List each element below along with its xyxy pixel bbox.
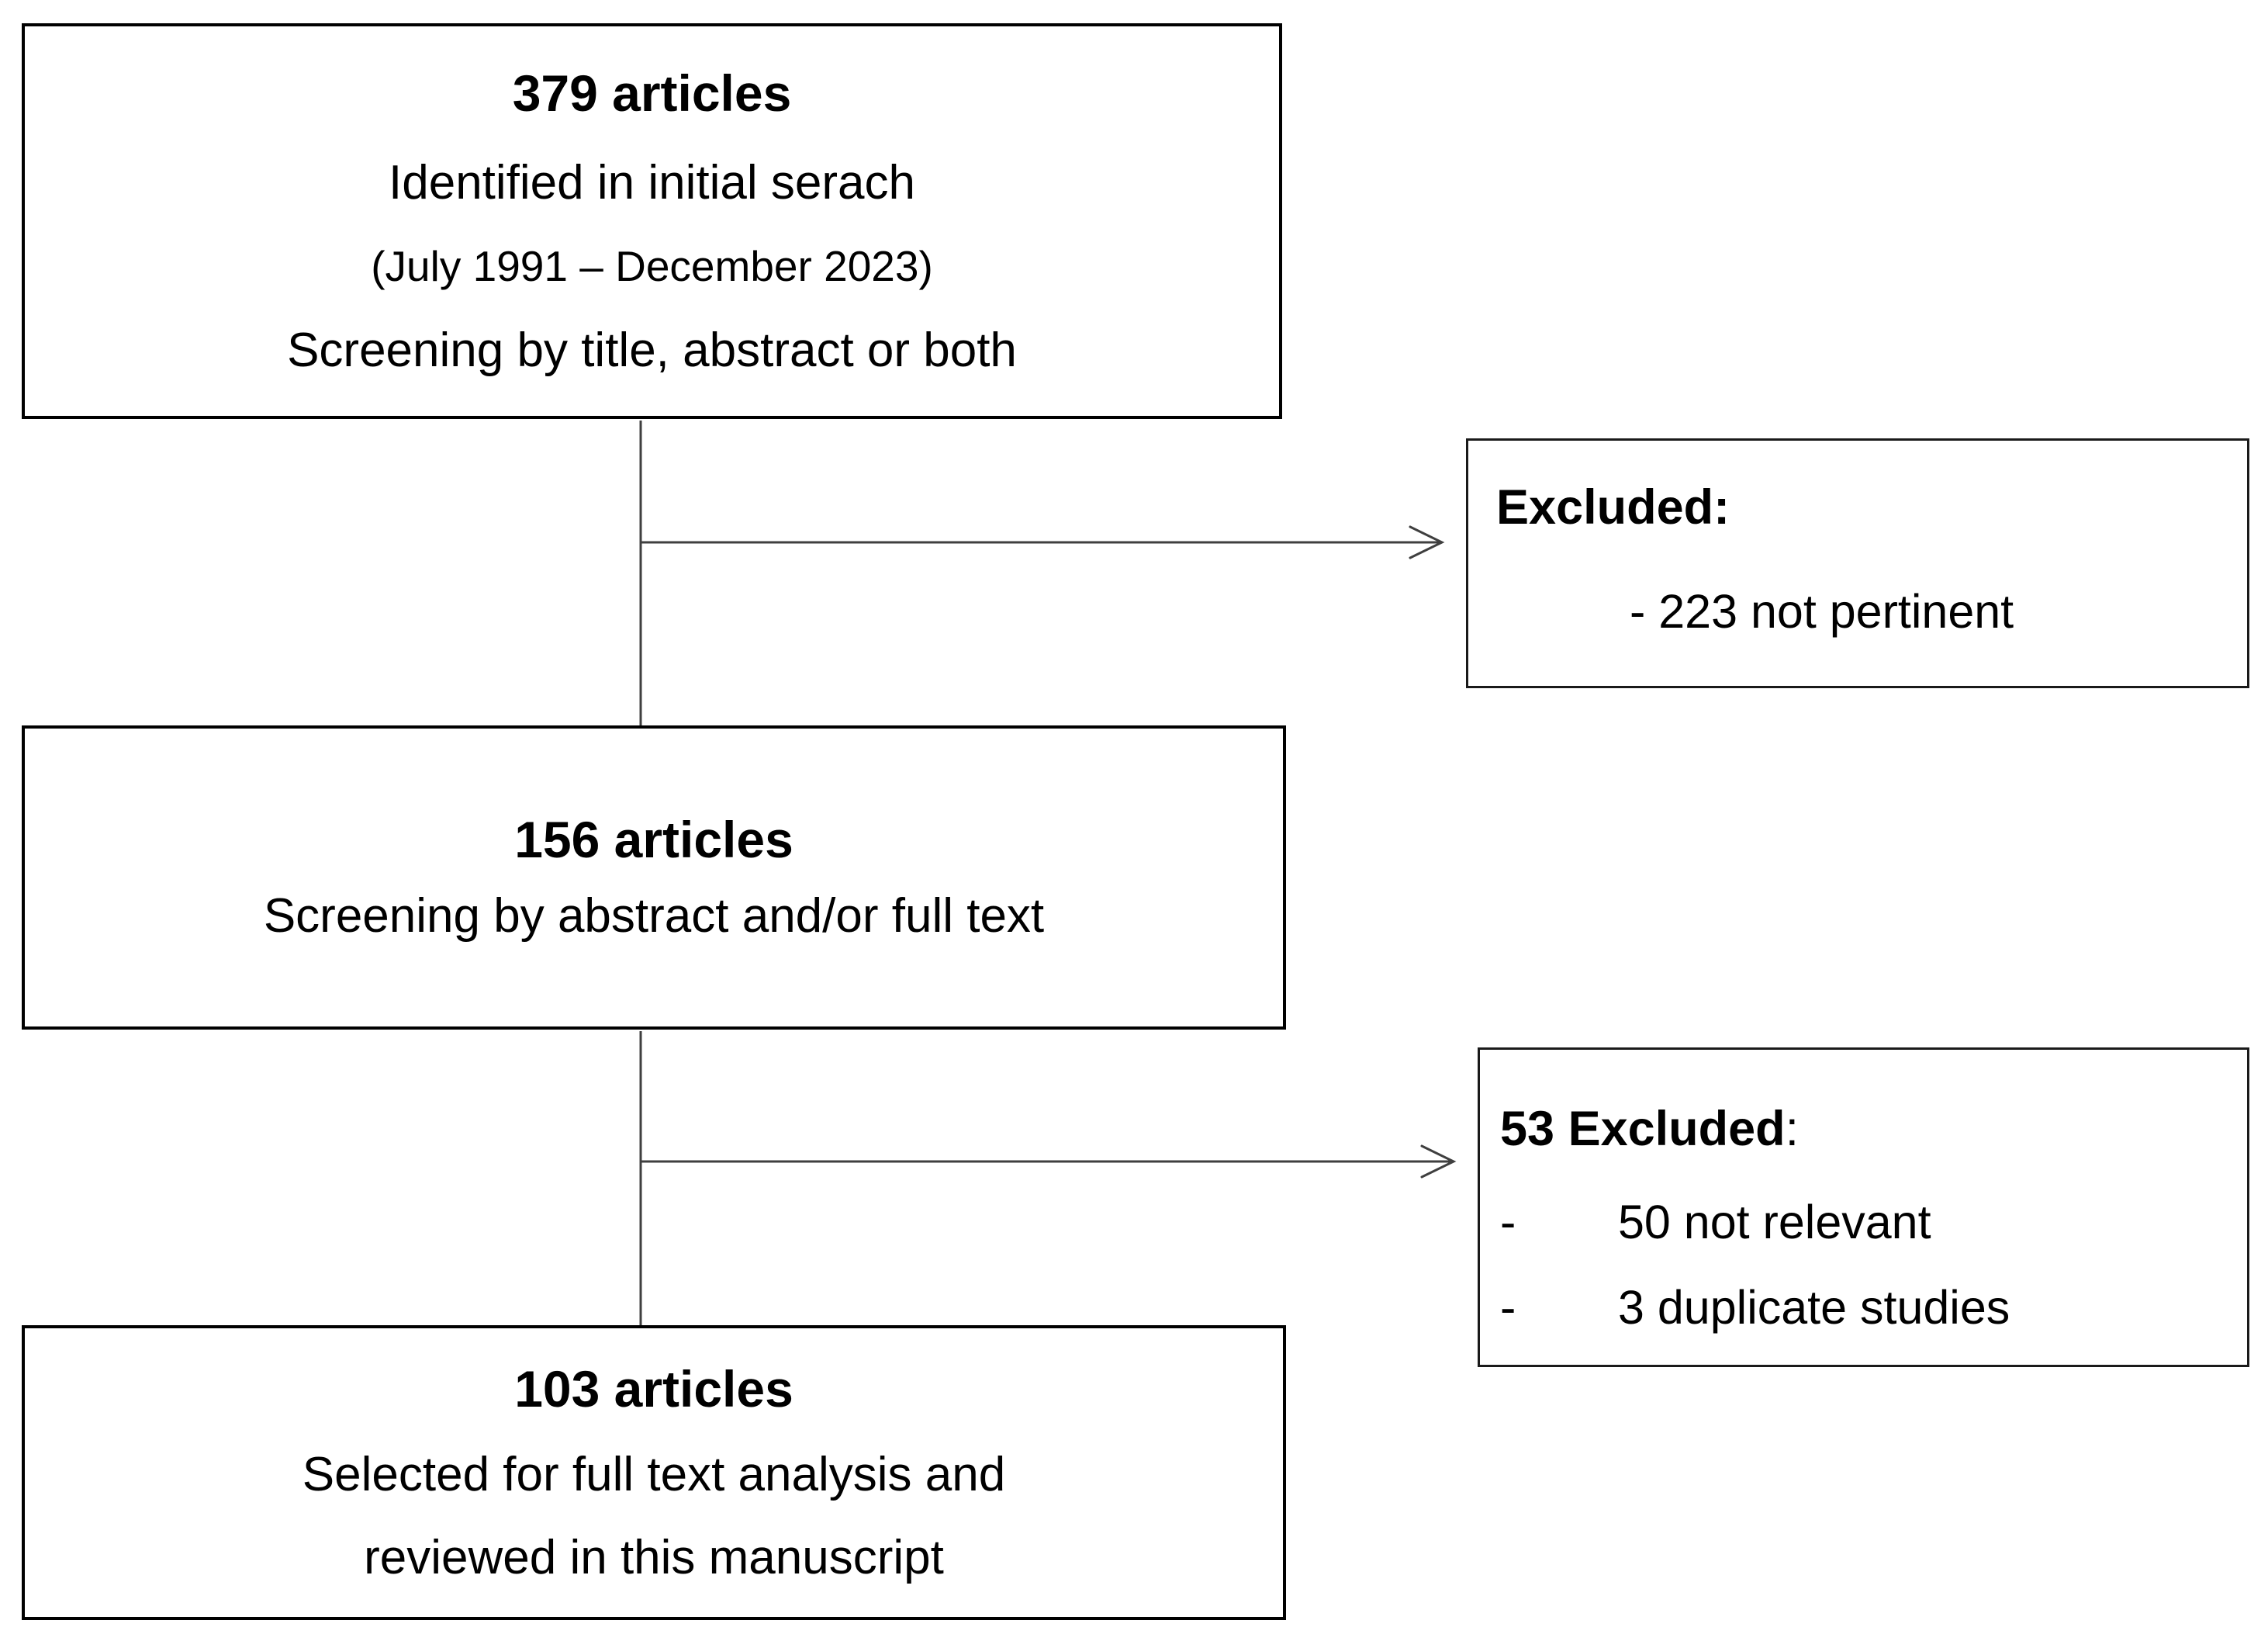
excluded-1-title: Excluded:: [1496, 480, 1730, 535]
arrowhead-icon: [1420, 1144, 1457, 1179]
second-screening-count: 156 articles: [514, 811, 793, 869]
selected-count: 103 articles: [514, 1359, 793, 1418]
initial-search-count: 379 articles: [512, 64, 792, 122]
selected-description-line1: Selected for full text analysis and: [302, 1447, 1006, 1501]
excluded-2-title-colon: :: [1785, 1102, 1800, 1156]
initial-search-date-range: (July 1991 – December 2023): [371, 241, 933, 290]
arrowhead-icon: [1409, 525, 1445, 559]
box-abstract-fulltext-screening: 156 articles Screening by abstract and/o…: [22, 725, 1286, 1030]
second-screening-description: Screening by abstract and/or full text: [263, 889, 1045, 943]
list-item: - 3 duplicate studies: [1500, 1278, 2228, 1337]
box-initial-search: 379 articles Identified in initial serac…: [22, 23, 1282, 419]
box-selected-full-text: 103 articles Selected for full text anal…: [22, 1325, 1286, 1620]
box-excluded-first-screening: Excluded: - 223 not pertinent: [1466, 438, 2249, 688]
excluded-2-item-text: 3 duplicate studies: [1618, 1281, 2010, 1335]
dash-bullet: -: [1500, 1196, 1516, 1248]
selected-description-line2: reviewed in this manuscript: [364, 1530, 944, 1584]
dash-bullet: -: [1500, 1281, 1516, 1335]
excluded-2-item-list: - 50 not relevant - 3 duplicate studies: [1500, 1193, 2228, 1338]
excluded-1-item: - 223 not pertinent: [1630, 585, 2014, 638]
initial-search-screening-method: Screening by title, abstract or both: [287, 323, 1017, 377]
arrow-to-excluded-2: [641, 1144, 1457, 1179]
initial-search-description: Identified in initial serach: [389, 155, 915, 209]
box-excluded-second-screening: 53 Excluded: - 50 not relevant - 3 dupli…: [1478, 1047, 2249, 1367]
excluded-2-title: 53 Excluded:: [1500, 1101, 2228, 1157]
excluded-2-title-count: 53 Excluded: [1500, 1102, 1786, 1156]
arrow-to-excluded-1: [641, 525, 1445, 559]
list-item: - 50 not relevant: [1500, 1193, 2228, 1251]
excluded-2-item-text: 50 not relevant: [1618, 1196, 1931, 1248]
